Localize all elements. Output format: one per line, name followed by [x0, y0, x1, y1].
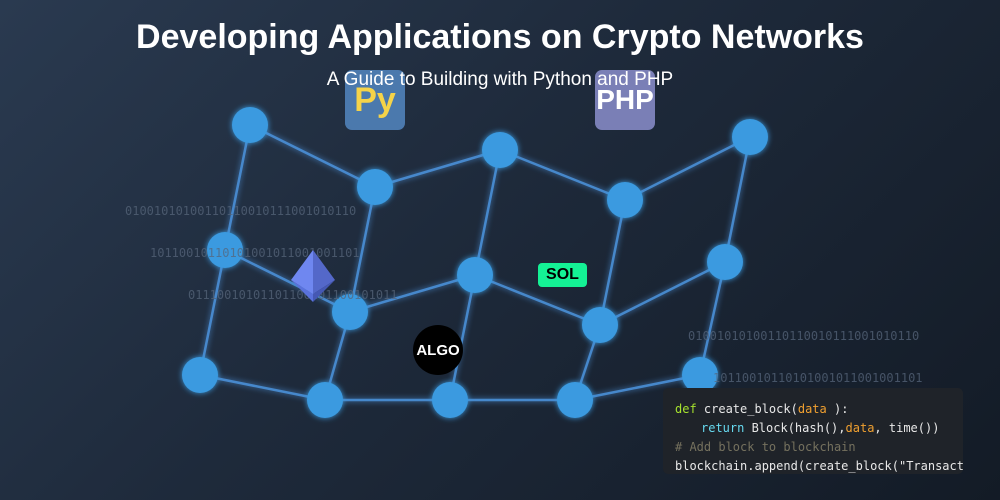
algorand-badge: ALGO [413, 325, 463, 375]
network-edge [223, 124, 252, 251]
code-line-2: return Block(hash(),data, time()) [663, 419, 963, 438]
python-label: Py [354, 80, 396, 119]
php-label: PHP [596, 84, 654, 115]
network-node [207, 232, 243, 268]
network-edge [249, 123, 376, 189]
network-node [607, 182, 643, 218]
network-edge [348, 186, 377, 313]
binary-line: 01001010100110110010111001010110 [125, 204, 357, 218]
page-title: Developing Applications on Crypto Networ… [136, 18, 864, 56]
network-node [307, 382, 343, 418]
binary-block-left: 01001010100110110010111001010110 1011001… [125, 176, 398, 330]
code-text: , time()) [874, 421, 940, 435]
ethereum-icon [291, 250, 335, 302]
network-edge [599, 260, 726, 327]
network-node [682, 357, 718, 393]
algorand-label: ALGO [416, 341, 460, 359]
code-text: Block(hash(), [744, 421, 846, 435]
solana-badge: SOL [538, 263, 587, 287]
binary-line: 01001010100110110010111001010110 [688, 329, 920, 343]
code-keyword: def [675, 402, 697, 416]
network-node [557, 382, 593, 418]
code-keyword: return [701, 421, 745, 435]
code-text: ): [826, 402, 849, 416]
php-logo-icon: PHP [595, 70, 655, 130]
network-edge [574, 373, 701, 402]
network-nodes [182, 107, 768, 418]
network-edge [698, 261, 727, 376]
code-snippet-panel: def create_block(data ): return Block(ha… [663, 388, 963, 474]
network-edge [473, 149, 502, 276]
binary-line: 10110010110101001011001001101 [150, 246, 360, 260]
network-edge [349, 273, 476, 314]
network-edge [499, 148, 626, 202]
code-text: create_block( [696, 402, 798, 416]
network-edge [224, 248, 351, 314]
code-line-4: blockchain.append(create_block("Transact… [675, 459, 963, 473]
network-node [582, 307, 618, 343]
network-node [482, 132, 518, 168]
network-edge [723, 136, 752, 263]
network-node [432, 382, 468, 418]
network-edge [624, 135, 751, 202]
code-param: data [845, 421, 875, 435]
python-logo-icon: Py [345, 70, 405, 130]
network-node [332, 294, 368, 330]
code-line-1: def create_block(data ): [663, 400, 963, 419]
network-node [357, 169, 393, 205]
network-edge [474, 273, 601, 327]
network-edge [199, 373, 326, 402]
network-node [232, 107, 268, 143]
network-edge [374, 148, 501, 189]
code-param: data [797, 402, 827, 416]
network-node [182, 357, 218, 393]
code-comment: # Add block to blockchain [675, 440, 856, 454]
network-edges [198, 123, 752, 402]
network-node [707, 244, 743, 280]
network-node [457, 257, 493, 293]
network-edge [198, 249, 227, 376]
page-subtitle: A Guide to Building with Python and PHP [326, 69, 674, 90]
solana-label: SOL [546, 266, 579, 283]
binary-line: 10110010110101001011001001101 [713, 371, 923, 385]
network-node [732, 119, 768, 155]
network-edge [448, 274, 477, 401]
network-edge [598, 199, 627, 326]
binary-line: 01110010101101100101100101011 [188, 288, 398, 302]
